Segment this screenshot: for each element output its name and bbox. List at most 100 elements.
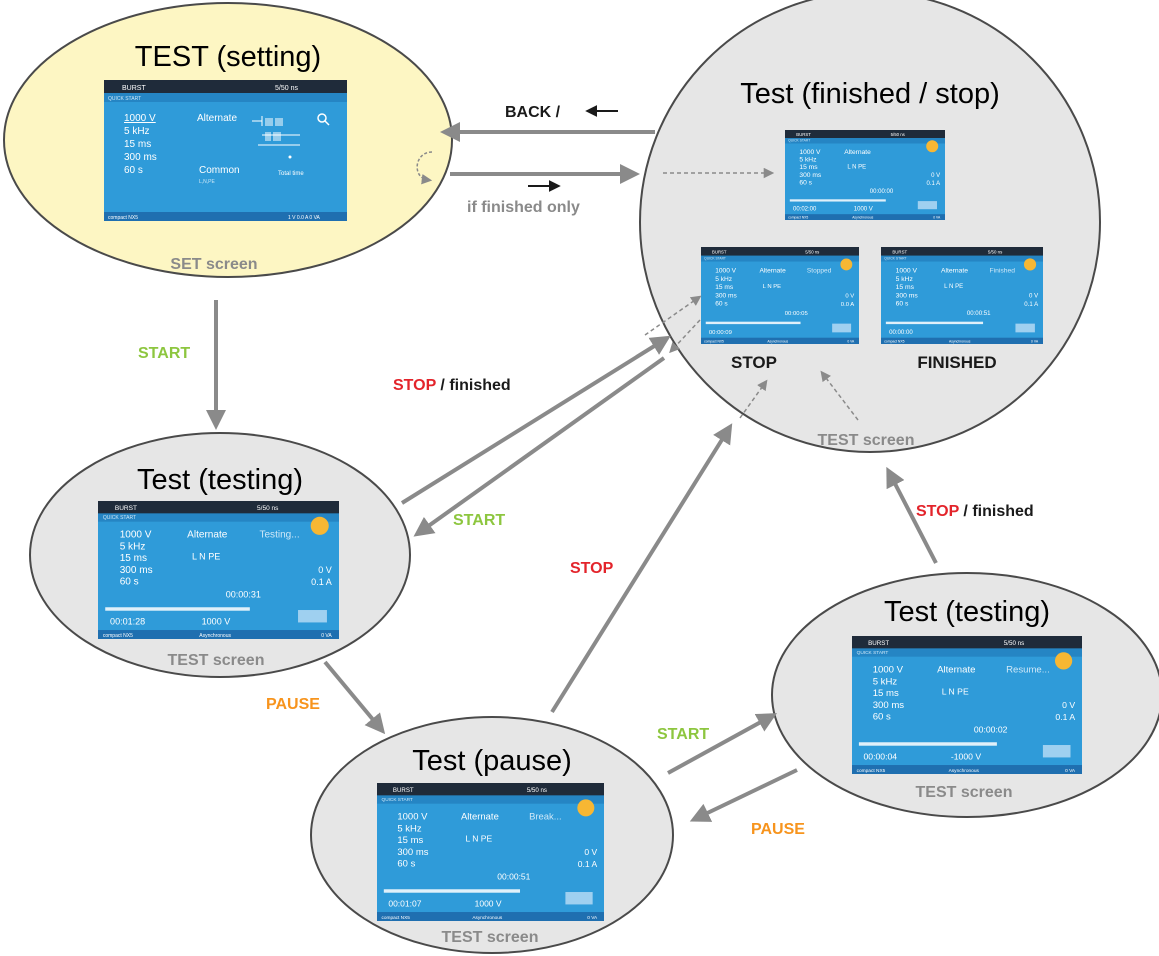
finished_top-footer-right: 0 VA — [933, 216, 941, 220]
stopped-ires: 0.0 A — [841, 302, 855, 308]
stopped-footer-left: compact NX5 — [704, 340, 724, 344]
set-screen-footer — [104, 212, 347, 221]
stopped-play-button[interactable] — [832, 323, 852, 333]
testing_right-param-4: 60 s — [873, 711, 891, 722]
pause-cpl: L N PE — [466, 834, 493, 844]
finished_top-param-3: 300 ms — [799, 172, 821, 179]
set-screen-bg — [104, 80, 347, 221]
edge-stop-mid-line — [550, 423, 733, 714]
finished-footer-mid: Asynchronous — [949, 340, 971, 344]
pause-ires: 0.1 A — [578, 859, 598, 869]
finished_top-param-4: 60 s — [799, 179, 812, 186]
finished-title: BURST — [892, 249, 907, 254]
edge-stop-finished-2-stop: STOP — [916, 503, 960, 520]
finished_top-progress-track — [789, 199, 886, 202]
zoom-icon — [317, 113, 330, 126]
testing_right-sub: QUICK START — [857, 650, 889, 656]
testing_left-vres: 0 V — [318, 565, 332, 575]
finished_top-topright: 5/50 ns — [891, 132, 905, 137]
edge-back: BACK / — [440, 104, 655, 142]
node-finished-stop: Test (finished / stop) STOP FINISHED TES… — [639, 0, 1101, 453]
edge-start-down-label: START — [138, 345, 190, 362]
stopped-footer-right: 0 VA — [847, 340, 855, 344]
stopped-cpl: L N PE — [763, 284, 782, 290]
stopped-topright: 5/50 ns — [805, 249, 819, 254]
burst-waveform-icon — [252, 116, 300, 146]
edge-stop-finished-2-line — [886, 466, 938, 564]
pause-footer-left: compact NX5 — [382, 915, 411, 921]
finished-param-4: 60 s — [896, 301, 909, 308]
edge-pause-1-label: PAUSE — [266, 696, 320, 713]
node-testing-left-title: Test (testing) — [137, 464, 303, 496]
pause-play-button[interactable] — [565, 892, 593, 905]
node-pause-caption: TEST screen — [442, 929, 539, 946]
testing_right-play-button[interactable] — [1042, 745, 1071, 758]
finished-cpl: L N PE — [944, 283, 963, 290]
setting-hint-arrow — [416, 151, 433, 185]
node-setting-title: TEST (setting) — [135, 41, 321, 73]
testing_right-param-3: 300 ms — [873, 700, 905, 711]
testing_left-param-2: 15 ms — [120, 553, 147, 564]
set-param-1: 5 kHz — [124, 126, 150, 137]
finished_top-param-2: 15 ms — [799, 164, 818, 171]
finished-param-0: 1000 V — [896, 268, 918, 275]
edge-start-right-label: START — [657, 726, 709, 743]
node-testing-left-caption: TEST screen — [168, 652, 265, 669]
finished-screen-label: FINISHED — [917, 353, 996, 372]
finished-param-3: 300 ms — [896, 292, 919, 299]
edge-start-right-line — [667, 713, 778, 775]
edge-if-finished: if finished only — [450, 164, 640, 216]
edge-start-left-label: START — [453, 512, 505, 529]
edge-pause-2: PAUSE — [689, 768, 805, 838]
finished-topright: 5/50 ns — [988, 249, 1003, 254]
finished_top-pol: Alternate — [844, 149, 871, 156]
stopped-progress-track — [705, 321, 801, 325]
pause-param-4: 60 s — [397, 858, 415, 869]
node-finished-stop-caption: TEST screen — [818, 432, 915, 449]
finished-progress-track — [885, 321, 984, 325]
set-pol-value: Alternate — [197, 113, 237, 124]
node-pause-title: Test (pause) — [412, 745, 572, 777]
stopped-vres: 0 V — [845, 293, 854, 299]
finished-vres: 0 V — [1029, 292, 1039, 299]
set-total-label: Total time — [278, 171, 304, 177]
pause-sub: QUICK START — [382, 797, 413, 803]
pause-footer-mid: Asynchronous — [472, 915, 503, 921]
stopped-info-icon — [840, 258, 853, 271]
testing_left-topright: 5/50 ns — [257, 505, 279, 512]
testing_left-subbar — [98, 513, 339, 522]
stopped-param-2: 15 ms — [715, 284, 734, 291]
finished_top-play-button[interactable] — [917, 201, 937, 210]
dashed-stop-pointer-4 — [820, 370, 859, 421]
finished-play-button[interactable] — [1015, 323, 1035, 333]
node-finished-stop-title: Test (finished / stop) — [740, 78, 1000, 110]
stopped-sub: QUICK START — [704, 257, 726, 261]
testing_right-footer-mid: Asynchronous — [949, 768, 980, 774]
finished-pol: Alternate — [941, 268, 968, 275]
finished_top-cpl: L N PE — [847, 164, 866, 170]
node-testing-right-title: Test (testing) — [884, 596, 1050, 628]
node-finished-stop-shape — [639, 0, 1101, 453]
finished_top-footer-left: compact NX5 — [788, 216, 808, 220]
testing_left-param-1: 5 kHz — [120, 541, 146, 552]
finished_top-sub: QUICK START — [788, 139, 810, 143]
pause-title: BURST — [393, 787, 414, 794]
testing_right-subbar — [852, 648, 1082, 657]
testing_left-actual-time: 00:00:31 — [226, 590, 261, 600]
edge-stop-finished-2: STOP / finished — [886, 466, 1034, 564]
testing_left-topbar — [98, 501, 339, 514]
testing_left-progress-track — [105, 607, 250, 611]
testing_right-elapsed: 00:00:04 — [864, 752, 898, 762]
testing_right-param-1: 5 kHz — [873, 676, 898, 687]
pause-footer-right: 0 VA — [587, 915, 598, 921]
stopped-param-4: 60 s — [715, 301, 728, 308]
testing_left-footer — [98, 630, 339, 639]
pause-param-2: 15 ms — [397, 835, 423, 846]
testing_left-play-button[interactable] — [298, 610, 327, 623]
testing_left-actual-v: 1000 V — [202, 617, 231, 627]
pause-elapsed: 00:01:07 — [388, 899, 421, 909]
set-footer-right: 1 V 0.0 A 0 VA — [288, 215, 321, 221]
set-param-2: 15 ms — [124, 139, 151, 150]
